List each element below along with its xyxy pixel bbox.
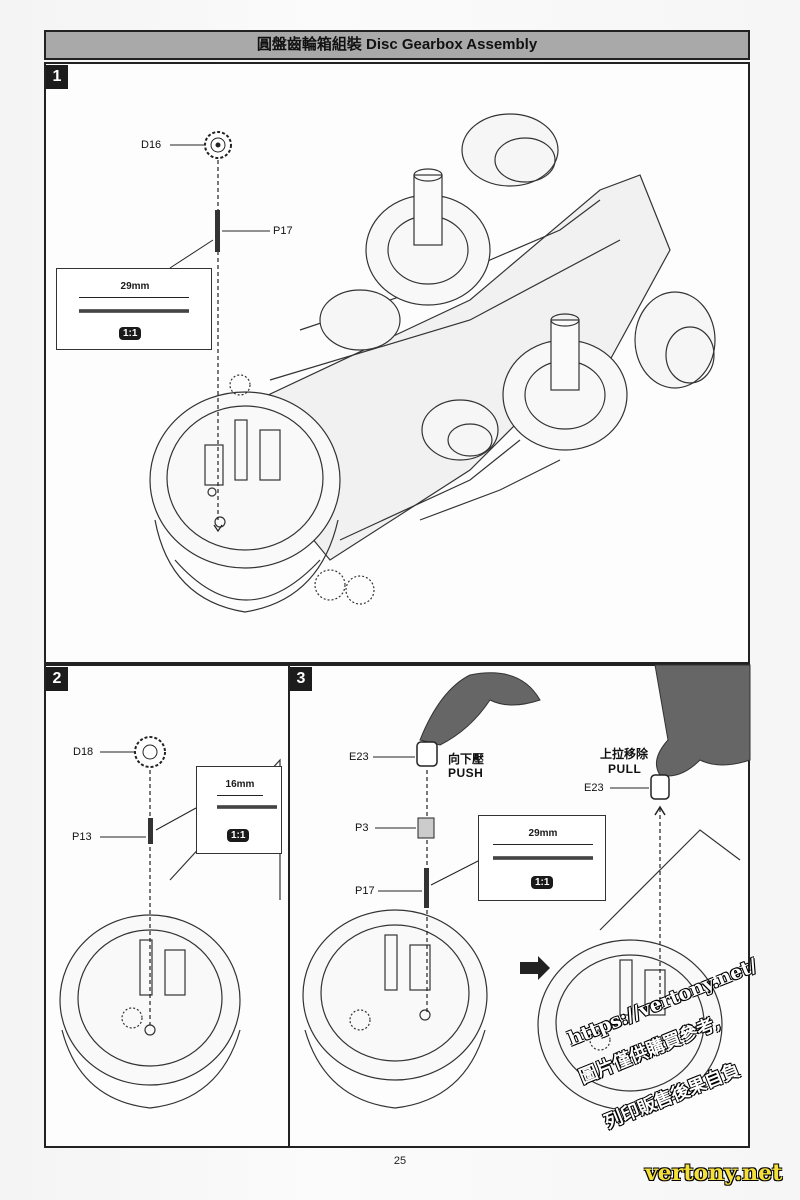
rod-dimension-label: 29mm bbox=[528, 828, 558, 839]
spacer-p3 bbox=[417, 817, 435, 839]
leader-p17-inset bbox=[169, 239, 214, 269]
scale-badge: 1:1 bbox=[119, 327, 142, 340]
rod-scale-bar bbox=[79, 309, 189, 313]
rod-dimension-label: 16mm bbox=[225, 779, 255, 790]
rod-scale-bar bbox=[217, 805, 277, 809]
cap-e23-push bbox=[416, 741, 438, 767]
rod-p13 bbox=[148, 818, 153, 844]
page-title: 圓盤齒輪箱組裝 Disc Gearbox Assembly bbox=[44, 30, 750, 60]
part-label-e23-pull: E23 bbox=[584, 782, 604, 794]
motor-cylinders bbox=[319, 113, 716, 461]
part-label-p13: P13 bbox=[72, 831, 92, 843]
disc-housing-step1 bbox=[149, 391, 341, 613]
scale-badge: 1:1 bbox=[531, 876, 554, 889]
disc-housing-step3a bbox=[302, 909, 488, 1109]
pull-label-en: PULL bbox=[608, 762, 642, 776]
scale-badge: 1:1 bbox=[227, 829, 250, 842]
pull-label-cn: 上拉移除 bbox=[600, 747, 649, 761]
rod-dimension-label: 29mm bbox=[120, 281, 150, 292]
housing-gears bbox=[229, 374, 375, 605]
step-1-number: 1 bbox=[46, 65, 68, 89]
rod-p17-step3 bbox=[424, 868, 429, 908]
step-2-number: 2 bbox=[46, 667, 68, 691]
page-number: 25 bbox=[393, 1155, 407, 1167]
disc-housing-step3b bbox=[537, 829, 741, 1111]
part-label-p17: P17 bbox=[273, 225, 293, 237]
part-label-d18: D18 bbox=[73, 746, 94, 758]
leader-p13-inset bbox=[155, 807, 197, 831]
rod-scale-inset-step2: 16mm 1:1 bbox=[196, 766, 282, 854]
turret-lower bbox=[502, 313, 628, 451]
turret-upper bbox=[365, 168, 491, 306]
rod-p17-step1 bbox=[215, 210, 220, 252]
pull-arrow-icon bbox=[654, 805, 666, 816]
rod-scale-inset-step1: 29mm 1:1 bbox=[56, 268, 212, 350]
gear-d18 bbox=[134, 736, 166, 768]
pull-hand bbox=[654, 664, 751, 777]
watermark-brand: vertony.net bbox=[645, 1160, 783, 1186]
rod-scale-inset-step3: 29mm 1:1 bbox=[478, 815, 606, 901]
cap-e23-pull bbox=[650, 774, 670, 800]
step-3-number: 3 bbox=[290, 667, 312, 691]
part-label-d16: D16 bbox=[141, 139, 162, 151]
push-label-cn: 向下壓 bbox=[448, 752, 485, 766]
rod-scale-bar bbox=[493, 856, 593, 860]
push-label-en: PUSH bbox=[448, 766, 484, 780]
transition-arrow bbox=[520, 956, 550, 980]
push-hand bbox=[419, 672, 541, 746]
part-label-p17: P17 bbox=[355, 885, 375, 897]
part-label-p3: P3 bbox=[355, 822, 369, 834]
part-label-e23-push: E23 bbox=[349, 751, 369, 763]
gear-d16 bbox=[204, 131, 232, 159]
